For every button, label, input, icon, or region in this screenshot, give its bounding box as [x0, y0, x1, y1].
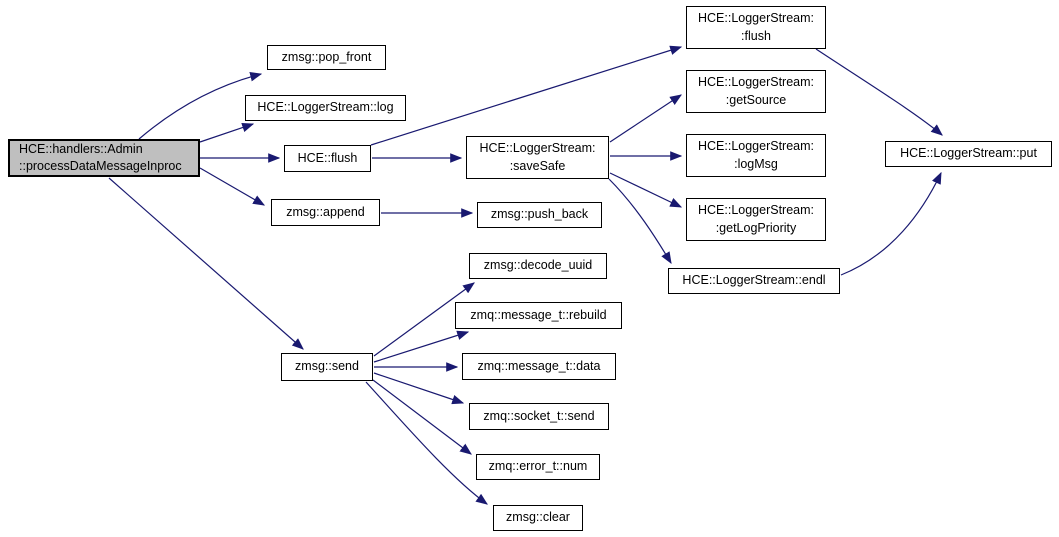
edge-main-append: [199, 167, 266, 206]
edge-endl-put: [840, 171, 942, 276]
edge-send-decodeuuid: [373, 282, 475, 357]
node-zmsg-decode-uuid[interactable]: zmsg::decode_uuid: [469, 253, 607, 279]
edge-send-socketsend: [373, 372, 465, 405]
edge-main-send: [108, 177, 304, 350]
node-loggerstream-endl[interactable]: HCE::LoggerStream::endl: [668, 268, 840, 294]
node-zmsg-append[interactable]: zmsg::append: [271, 199, 380, 226]
edge-send-rebuild: [373, 330, 470, 363]
edge-main-logger-log: [199, 122, 255, 143]
edge-loggerflush-put: [815, 48, 943, 136]
node-zmsg-pop-front[interactable]: zmsg::pop_front: [267, 45, 386, 70]
node-hce-flush[interactable]: HCE::flush: [284, 145, 371, 172]
node-loggerstream-flush[interactable]: HCE::LoggerStream: :flush: [686, 6, 826, 49]
node-message-t-rebuild[interactable]: zmq::message_t::rebuild: [455, 302, 622, 329]
edge-main-pop-front: [138, 72, 263, 140]
node-zmsg-clear[interactable]: zmsg::clear: [493, 505, 583, 531]
node-loggerstream-logmsg[interactable]: HCE::LoggerStream: :logMsg: [686, 134, 826, 177]
node-error-t-num[interactable]: zmq::error_t::num: [476, 454, 600, 480]
edge-send-errornum: [372, 379, 472, 455]
edge-savesafe-getsource: [609, 94, 683, 143]
node-socket-t-send[interactable]: zmq::socket_t::send: [469, 403, 609, 430]
node-loggerstream-log[interactable]: HCE::LoggerStream::log: [245, 95, 406, 121]
node-loggerstream-savesafe[interactable]: HCE::LoggerStream: :saveSafe: [466, 136, 609, 179]
edge-savesafe-endl: [608, 178, 672, 265]
edge-hceflush-loggerflush: [370, 45, 683, 146]
node-loggerstream-getlogpriority[interactable]: HCE::LoggerStream: :getLogPriority: [686, 198, 826, 241]
node-message-t-data[interactable]: zmq::message_t::data: [462, 353, 616, 380]
edge-savesafe-getlogpriority: [609, 172, 683, 208]
edge-send-clear: [365, 381, 488, 505]
node-zmsg-push-back[interactable]: zmsg::push_back: [477, 202, 602, 228]
node-loggerstream-put[interactable]: HCE::LoggerStream::put: [885, 141, 1052, 167]
node-loggerstream-getsource[interactable]: HCE::LoggerStream: :getSource: [686, 70, 826, 113]
node-zmsg-send[interactable]: zmsg::send: [281, 353, 373, 381]
node-process-data-message-inproc: HCE::handlers::Admin ::processDataMessag…: [8, 139, 200, 177]
